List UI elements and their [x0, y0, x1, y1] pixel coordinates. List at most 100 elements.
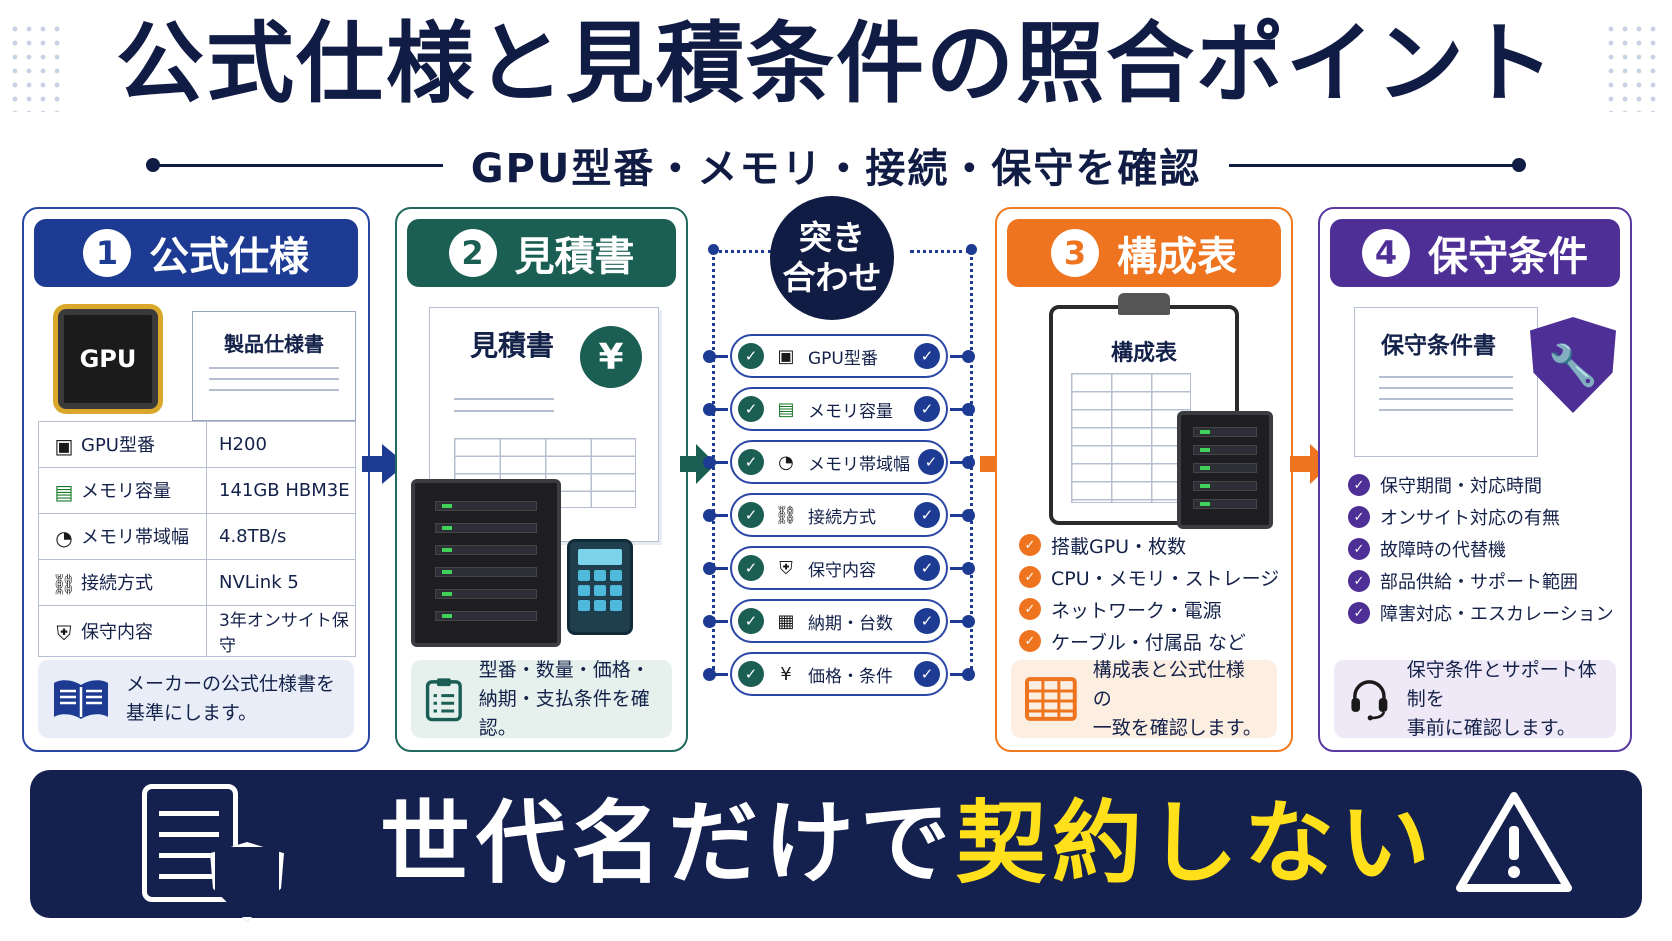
step-number-2: 2 [448, 229, 497, 277]
maintenance-document-title: 保守条件書 [1381, 333, 1496, 359]
calendar-icon: ▦ [777, 610, 795, 632]
table-row: ◔メモリ帯域幅 4.8TB/s [38, 513, 356, 560]
list-item: ✓ ▦ 納期・台数 ✓ [703, 599, 975, 643]
server-icon [1177, 411, 1273, 529]
spec-value: NVLink 5 [206, 559, 356, 606]
maintenance-document: 保守条件書 [1354, 307, 1538, 457]
check-icon: ✓ [914, 608, 940, 634]
gpu-chip-icon: GPU [58, 309, 158, 409]
panel-header-maintenance: 4 保守条件 [1330, 219, 1620, 287]
warning-icon [1456, 792, 1572, 892]
check-icon: ✓ [1348, 506, 1370, 528]
spec-key: 接続方式 [81, 573, 153, 594]
note-line: 型番・数量・価格・ [478, 658, 650, 681]
list-item: ✓ ▤ メモリ容量 ✓ [703, 387, 975, 431]
check-icon: ✓ [914, 502, 940, 528]
link-icon: ⛓ [774, 504, 798, 526]
panel-note-spec: メーカーの公式仕様書を 基準にします。 [38, 660, 354, 738]
panel-title-quote: 見積書 [514, 234, 635, 280]
document-lines [454, 398, 554, 422]
subtitle-row: GPU型番・メモリ・接続・保守を確認 [146, 140, 1526, 192]
document-lines [209, 367, 339, 391]
step-number-3: 3 [1051, 229, 1099, 277]
decorative-dots-right [1604, 22, 1664, 112]
yen-icon: ¥ [780, 663, 792, 685]
gauge-icon: ◔ [778, 451, 794, 473]
panel-maintenance: 4 保守条件 保守条件書 🔧 ✓保守期間・対応時間 ✓オンサイト対応の有無 ✓故… [1318, 207, 1632, 752]
match-badge: 突き合わせ [770, 196, 894, 320]
check-icon: ✓ [738, 449, 764, 475]
list-item: ✓ ¥ 価格・条件 ✓ [703, 652, 975, 696]
spec-value: 141GB HBM3E [206, 467, 356, 514]
spec-value: 4.8TB/s [206, 513, 356, 560]
panel-note-maintenance: 保守条件とサポート体制を 事前に確認します。 [1334, 659, 1616, 739]
check-icon: ✓ [738, 555, 764, 581]
spec-table: ▣GPU型番 H200 ▤メモリ容量 141GB HBM3E ◔メモリ帯域幅 4… [38, 421, 356, 657]
panel-title-maintenance: 保守条件 [1428, 234, 1588, 280]
open-book-icon [54, 680, 108, 719]
panel-header-quote: 2 見積書 [407, 219, 676, 287]
panel-title-config: 構成表 [1117, 234, 1237, 280]
check-icon: ✓ [1019, 630, 1041, 652]
table-row: ▤メモリ容量 141GB HBM3E [38, 467, 356, 514]
spec-value: 3年オンサイト保守 [206, 605, 356, 657]
gauge-icon: ◔ [55, 526, 73, 550]
list-item: ✓搭載GPU・枚数 [1019, 529, 1279, 561]
shield-check-icon [210, 842, 284, 922]
list-item: ✓ネットワーク・電源 [1019, 593, 1279, 625]
panel-configuration: 3 構成表 構成表 ✓搭載GPU・枚数 ✓CPU・メモリ・ストレージ ✓ネットワ… [995, 207, 1293, 752]
panel-official-spec: 1 公式仕様 GPU 製品仕様書 ▣GPU型番 H200 ▤メモリ容量 141G… [22, 207, 370, 752]
check-icon: ✓ [738, 396, 764, 422]
check-icon: ✓ [1348, 538, 1370, 560]
quote-document: 見積書 ¥ [429, 307, 659, 542]
chip-icon: ▣ [54, 434, 74, 458]
check-icon: ✓ [1348, 602, 1370, 624]
panel-header-spec: 1 公式仕様 [34, 219, 358, 287]
table-row: ⛓接続方式 NVLink 5 [38, 559, 356, 606]
note-line: 基準にします。 [126, 702, 258, 724]
decorative-dots-left [8, 22, 68, 112]
spec-key: GPU型番 [81, 435, 155, 456]
step-number-1: 1 [83, 229, 131, 277]
maintenance-checklist: ✓保守期間・対応時間 ✓オンサイト対応の有無 ✓故障時の代替機 ✓部品供給・サポ… [1348, 469, 1614, 629]
panel-header-config: 3 構成表 [1007, 219, 1281, 287]
check-icon: ✓ [1348, 570, 1370, 592]
subtitle-rule-left [146, 158, 443, 172]
checklist-clipboard-icon [425, 678, 462, 722]
list-item: ✓オンサイト対応の有無 [1348, 501, 1614, 533]
connector-dotted [910, 250, 970, 253]
config-checklist: ✓搭載GPU・枚数 ✓CPU・メモリ・ストレージ ✓ネットワーク・電源 ✓ケーブ… [1019, 529, 1279, 657]
table-row: ⛨保守内容 3年オンサイト保守 [38, 605, 356, 657]
memory-icon: ▤ [777, 398, 795, 420]
list-item: ✓ケーブル・付属品 など [1019, 625, 1279, 657]
list-item: ✓障害対応・エスカレーション [1348, 597, 1614, 629]
list-item: ✓部品供給・サポート範囲 [1348, 565, 1614, 597]
banner-message: 世代名だけで契約しない [380, 792, 1436, 896]
shield-wrench-icon: ⛨ [779, 557, 793, 579]
spec-key: メモリ容量 [81, 481, 171, 502]
chip-icon: ▣ [777, 345, 795, 367]
clipboard-checklist-icon [142, 784, 238, 902]
spreadsheet-icon [1025, 677, 1077, 721]
check-icon: ✓ [1019, 534, 1041, 556]
check-icon: ✓ [738, 608, 764, 634]
shield-wrench-icon: 🔧 [1530, 317, 1616, 413]
list-item: ✓CPU・メモリ・ストレージ [1019, 561, 1279, 593]
check-icon: ✓ [738, 661, 764, 687]
list-item: ✓故障時の代替機 [1348, 533, 1614, 565]
check-icon: ✓ [1348, 474, 1370, 496]
connector-dotted [712, 250, 772, 253]
yen-icon: ¥ [580, 326, 642, 388]
panel-note-config: 構成表と公式仕様の 一致を確認します。 [1011, 659, 1277, 739]
page-subtitle: GPU型番・メモリ・接続・保守を確認 [470, 146, 1202, 192]
list-item: ✓ ⛨ 保守内容 ✓ [703, 546, 975, 590]
note-line: 納期・支払条件を確認。 [478, 687, 650, 739]
arrow-right-icon [680, 444, 716, 484]
spec-key: 保守内容 [81, 621, 153, 643]
spec-sheet-document: 製品仕様書 [192, 311, 356, 421]
warning-banner: 世代名だけで契約しない [30, 770, 1642, 922]
headset-icon [1351, 680, 1388, 721]
panel-note-quote: 型番・数量・価格・ 納期・支払条件を確認。 [411, 659, 672, 739]
panel-quote: 2 見積書 見積書 ¥ 型番・数量・価格・ 納期・支払条件を確認。 [395, 207, 688, 752]
panel-title-spec: 公式仕様 [149, 234, 309, 280]
